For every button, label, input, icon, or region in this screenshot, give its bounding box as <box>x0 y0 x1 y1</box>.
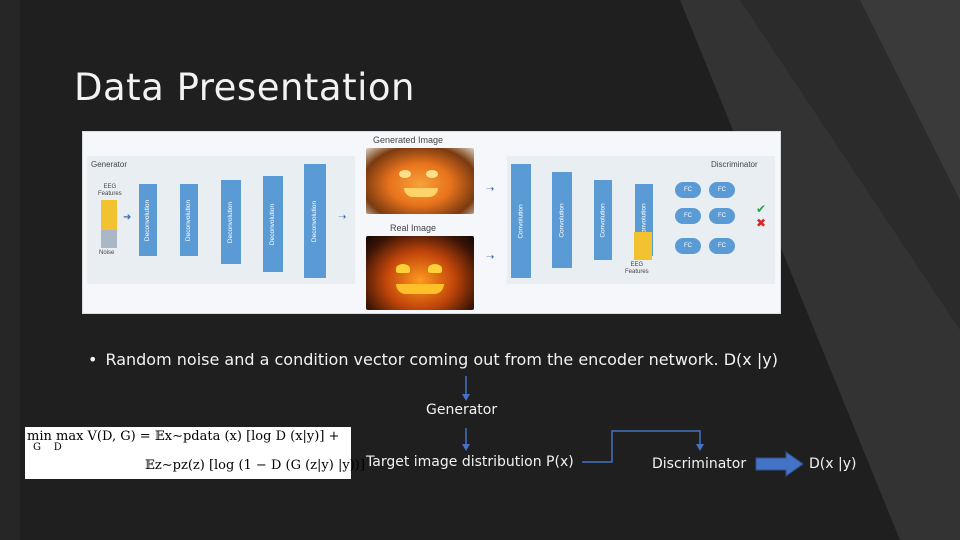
fc-node: FC <box>709 208 735 224</box>
arrow-icon: ➝ <box>486 252 495 263</box>
discriminator-label: Discriminator <box>652 456 747 472</box>
noise-vector <box>101 230 117 248</box>
noise-label: Noise <box>99 250 115 256</box>
gan-objective-equation: min max V(D, G) = 𝔼x∼pdata (x) [log D (x… <box>25 427 365 479</box>
bullet-point: • Random noise and a condition vector com… <box>88 350 778 369</box>
eeg-features-label: EEG Features <box>98 184 122 197</box>
real-pumpkin-image <box>366 236 474 310</box>
target-distribution-label: Target image distribution P(x) <box>366 454 574 470</box>
arrow-icon: ➜ <box>123 212 132 223</box>
generator-label: Generator <box>426 402 498 418</box>
bullet-text: Random noise and a condition vector comi… <box>105 350 778 369</box>
deconv-layer: Deconvolution <box>263 176 283 272</box>
slide-title: Data Presentation <box>74 66 415 109</box>
conv-layer: Convolution <box>594 180 612 260</box>
gan-architecture-figure: Generator Discriminator Generated Image … <box>82 131 781 314</box>
eeg-vector-discriminator <box>634 232 652 260</box>
real-image-label: Real Image <box>390 223 437 233</box>
equation-line-1: min max V(D, G) = 𝔼x∼pdata (x) [log D (x… <box>27 429 340 444</box>
eeg-vector <box>101 200 117 230</box>
fc-node: FC <box>675 208 701 224</box>
deconv-layer: Deconvolution <box>139 184 157 256</box>
conv-layer: Convolution <box>552 172 572 268</box>
figure-discriminator-label: Discriminator <box>711 160 758 169</box>
deconv-layer: Deconvolution <box>221 180 241 264</box>
fc-node: FC <box>709 182 735 198</box>
equation-line-2: 𝔼z∼pz(z) [log (1 − D (G (z|y) |y))] <box>145 458 365 473</box>
fc-node: FC <box>675 182 701 198</box>
arrow-icon: ➝ <box>486 184 495 195</box>
eeg-features-label-2: EEG Features <box>625 262 649 275</box>
cross-icon: ✖ <box>756 216 767 230</box>
generated-pumpkin-image <box>366 148 474 214</box>
arrow-icon: ➝ <box>338 212 347 223</box>
equation-subscripts: G D <box>33 442 62 453</box>
bullet-dot-icon: • <box>88 350 98 369</box>
deconv-layer: Deconvolution <box>180 184 198 256</box>
checkmark-icon: ✔ <box>756 202 767 216</box>
conv-layer: Convolution <box>511 164 531 278</box>
fc-node: FC <box>709 238 735 254</box>
fc-node: FC <box>675 238 701 254</box>
figure-generator-label: Generator <box>91 160 128 169</box>
output-label: D(x |y) <box>809 456 857 472</box>
deconv-layer: Deconvolution <box>304 164 326 278</box>
generated-image-label: Generated Image <box>373 135 444 145</box>
